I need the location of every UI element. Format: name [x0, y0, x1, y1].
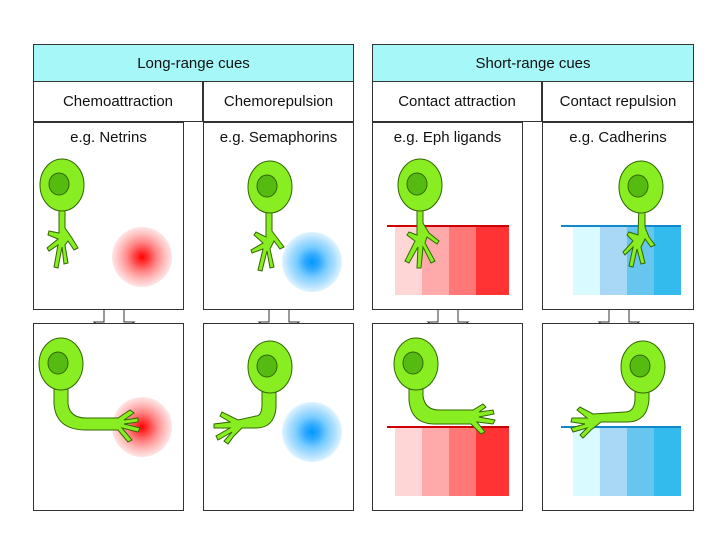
chemorepulsion-before-illustration — [247, 160, 342, 292]
panel-contact-repulsion-before: e.g. Cadherins — [542, 122, 694, 310]
column-title-contact-attraction: Contact attraction — [372, 82, 542, 122]
chemorepulsion-after-illustration — [213, 340, 342, 462]
neuron-icon — [38, 337, 141, 443]
neuron-icon — [393, 337, 496, 435]
contact-repulsion-after-illustration — [561, 340, 681, 496]
neuron-icon — [39, 158, 85, 269]
column-title-chemorepulsion: Chemorepulsion — [203, 82, 354, 122]
contact-attraction-before-illustration — [387, 158, 509, 295]
cadherin-substrate-gradient — [561, 426, 681, 496]
semaphorin-gradient-source — [282, 402, 342, 462]
panel-chemoattraction-after — [33, 323, 184, 511]
chemoattraction-before-illustration — [39, 158, 172, 287]
contact-attraction-after-illustration — [387, 337, 509, 496]
panel-contact-repulsion-after — [542, 323, 694, 511]
example-cadherins: e.g. Cadherins — [569, 129, 667, 146]
example-netrins: e.g. Netrins — [70, 129, 147, 146]
panel-contact-attraction-before: e.g. Eph ligands — [372, 122, 523, 310]
neuron-icon — [247, 160, 293, 272]
column-title-contact-repulsion: Contact repulsion — [542, 82, 694, 122]
example-semaphorins: e.g. Semaphorins — [219, 129, 338, 146]
chemoattraction-after-illustration — [38, 337, 172, 457]
column-title-chemoattraction: Chemoattraction — [33, 82, 203, 122]
long-range-header: Long-range cues — [33, 44, 354, 82]
contact-repulsion-before-illustration — [561, 160, 681, 295]
cadherin-substrate-gradient — [561, 225, 681, 295]
neuron-icon — [570, 340, 666, 439]
example-eph-ligands: e.g. Eph ligands — [393, 129, 502, 146]
neuron-icon — [213, 340, 293, 445]
panel-chemoattraction-before: e.g. Netrins — [33, 122, 184, 310]
netrin-gradient-source — [112, 227, 172, 287]
panel-chemorepulsion-after — [203, 323, 354, 511]
ephrin-substrate-gradient — [387, 426, 509, 496]
neuron-icon — [397, 158, 443, 269]
neuron-icon — [618, 160, 664, 268]
semaphorin-gradient-source — [282, 232, 342, 292]
short-range-header: Short-range cues — [372, 44, 694, 82]
panel-contact-attraction-after — [372, 323, 523, 511]
panel-chemorepulsion-before: e.g. Semaphorins — [203, 122, 354, 310]
